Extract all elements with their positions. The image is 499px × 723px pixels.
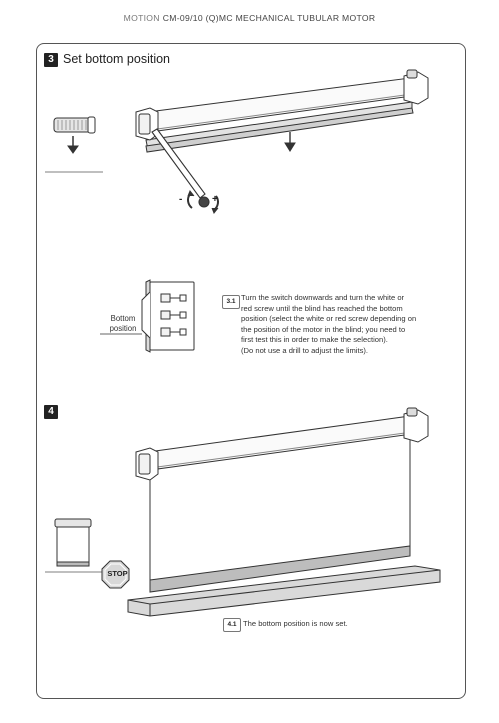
instruction-line: (Do not use a drill to adjust the limits… [241, 345, 369, 355]
roller-blind-step4 [127, 407, 441, 617]
rolled-blind-icon [53, 116, 96, 134]
rotate-minus-sign: - [179, 194, 183, 205]
instruction-line: Turn the switch downwards and turn the w… [241, 293, 405, 302]
rotate-plus-sign: + [212, 194, 218, 205]
instruction-line: red screw until the blind has reached th… [241, 303, 403, 313]
adjustment-tool [151, 128, 210, 208]
down-arrow-blind-icon [284, 132, 296, 152]
unrolled-blind-icon [54, 518, 92, 567]
brand-name: MOTION [123, 13, 160, 23]
instruction-line: position (select the white or red screw … [241, 314, 417, 324]
switch-label-line1: Bottom [110, 314, 136, 323]
step-3-title: Set bottom position [63, 52, 171, 66]
rotate-arrows-icon [187, 190, 219, 214]
step-4-badge: 4 [44, 405, 58, 419]
limit-switch-diagram [141, 279, 195, 353]
content-frame [36, 43, 466, 699]
step-4-text: The bottom position is now set. [243, 619, 348, 628]
step-3-badge: 3 [44, 53, 58, 67]
down-arrow-small-icon [67, 136, 79, 154]
step-3-instructions: Turn the switch downwards and turn the w… [241, 293, 441, 357]
instruction-line: first test this in order to make the sel… [241, 335, 388, 345]
instruction-line: the position of the motor in the blind; … [241, 324, 406, 334]
substep-4-1-badge: 4.1 [223, 618, 241, 632]
stop-sign-text: STOP [107, 569, 128, 578]
roller-blind-step3 [135, 69, 429, 153]
bottom-position-label: Bottom position [106, 314, 140, 334]
switch-label-line2: position [109, 324, 137, 333]
document-title: CM-09/10 (Q)MC MECHANICAL TUBULAR MOTOR [162, 13, 376, 23]
stop-sign-icon [101, 560, 130, 589]
substep-3-1-badge: 3.1 [222, 295, 240, 309]
